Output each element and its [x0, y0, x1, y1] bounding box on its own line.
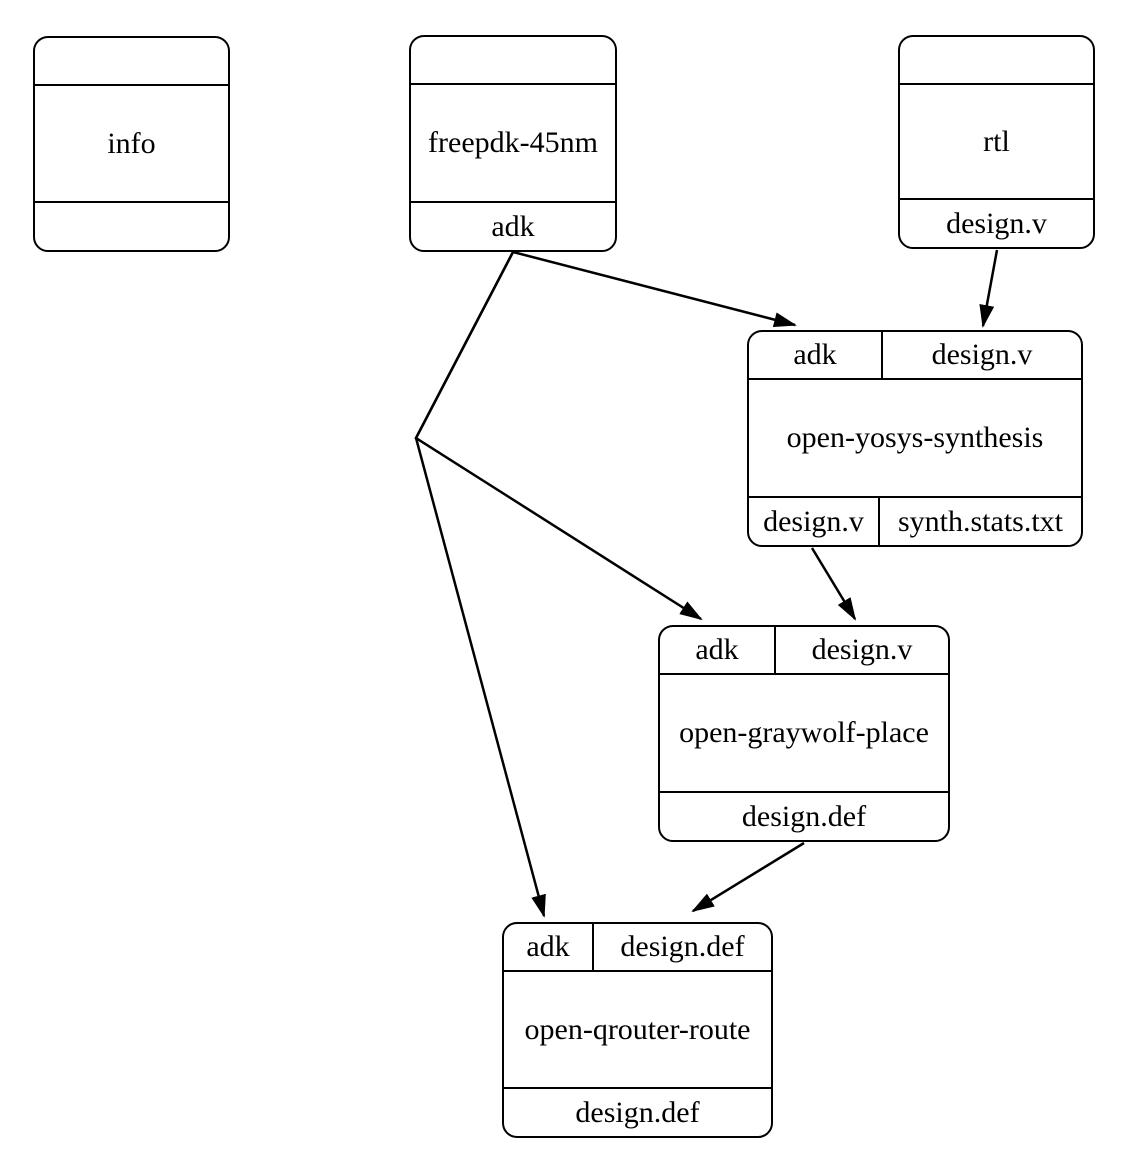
- edge-freepdk-adk-to-yosys-adk: [512, 250, 797, 327]
- node-freepdk-output-row: adk: [411, 201, 615, 250]
- input-port-design-def: design.def: [592, 924, 771, 970]
- node-rtl: rtl design.v: [898, 35, 1095, 249]
- node-info: info: [33, 36, 230, 252]
- input-port-adk: adk: [526, 930, 570, 963]
- node-info-output-row: [35, 201, 228, 250]
- output-port-design-v: design.v: [946, 206, 1047, 240]
- node-rtl-label: rtl: [983, 124, 1010, 158]
- edge-freepdk-adk-to-qrouter-adk: [414, 251, 546, 918]
- node-qrouter-output-row: design.def: [504, 1087, 771, 1136]
- node-freepdk-input-row: [411, 37, 615, 85]
- output-port-adk: adk: [491, 209, 535, 243]
- edge-yosys-designv-to-graywolf-designv: [810, 547, 857, 621]
- input-port-adk: adk: [695, 633, 739, 666]
- node-freepdk-45nm: freepdk-45nm adk: [409, 35, 617, 252]
- edge-freepdk-adk-to-graywolf-adk: [414, 251, 703, 621]
- edge-rtl-designv-to-yosys-designv: [979, 249, 999, 328]
- node-qrouter-label: open-qrouter-route: [524, 1012, 751, 1046]
- input-port-design-v: design.v: [774, 627, 948, 673]
- edge-graywolf-designdef-to-qrouter-designdef: [691, 841, 805, 913]
- input-port-design-v: design.v: [881, 332, 1081, 378]
- node-yosys-input-row: adk design.v: [749, 332, 1081, 380]
- node-open-graywolf-place: adk design.v open-graywolf-place design.…: [658, 625, 950, 842]
- output-port-design-v: design.v: [763, 504, 864, 538]
- node-qrouter-input-row: adk design.def: [504, 924, 771, 972]
- node-rtl-input-row: [900, 37, 1093, 85]
- node-open-qrouter-route: adk design.def open-qrouter-route design…: [502, 922, 773, 1138]
- node-graywolf-output-row: design.def: [660, 791, 948, 840]
- node-open-yosys-synthesis: adk design.v open-yosys-synthesis design…: [747, 330, 1083, 547]
- output-port-design-def: design.def: [741, 799, 867, 833]
- output-port-design-def: design.def: [575, 1095, 700, 1129]
- output-port-synth-stats-txt: synth.stats.txt: [878, 498, 1081, 545]
- node-yosys-label: open-yosys-synthesis: [786, 421, 1044, 454]
- node-info-input-row: [35, 38, 228, 86]
- node-graywolf-input-row: adk design.v: [660, 627, 948, 675]
- node-yosys-output-row: design.v synth.stats.txt: [749, 496, 1081, 545]
- node-graywolf-label: open-graywolf-place: [679, 716, 929, 749]
- node-freepdk-label: freepdk-45nm: [428, 126, 598, 159]
- node-rtl-output-row: design.v: [900, 198, 1093, 247]
- node-info-label: info: [107, 126, 156, 160]
- input-port-adk: adk: [793, 338, 837, 371]
